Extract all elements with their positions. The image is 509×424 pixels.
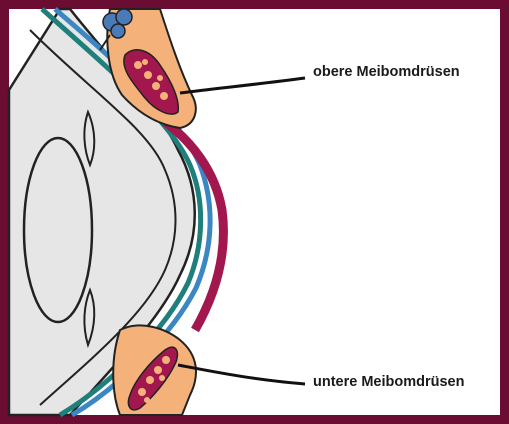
upper-meibomian-label: obere Meibomdrüsen [313,64,460,80]
lower-meibomian-label: untere Meibomdrüsen [313,374,464,390]
lens [24,138,92,322]
